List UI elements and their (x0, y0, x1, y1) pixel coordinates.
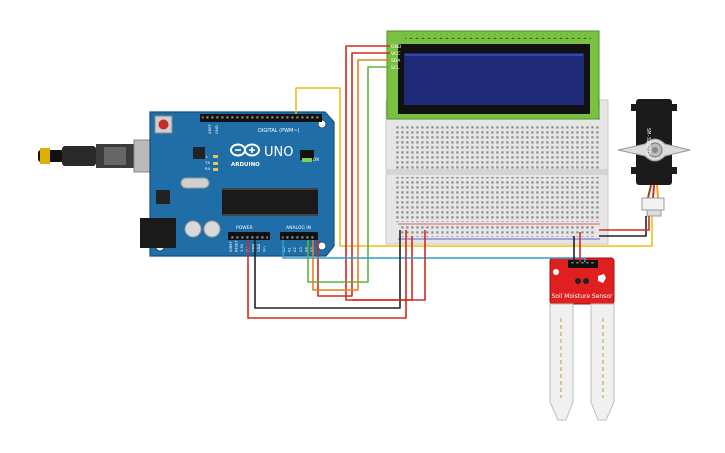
lcd-display (386, 30, 600, 120)
power-pin-label: GND (251, 244, 255, 252)
lcd-pin-label: SCL (391, 65, 400, 71)
analog-pin-label: A3 (299, 247, 303, 252)
lcd-pin-label: VCC (391, 51, 400, 57)
gnd-label: GND (214, 125, 219, 134)
power-pin-label: RESET (235, 240, 239, 252)
tx-label: TX (204, 160, 210, 165)
reset-button-cap[interactable] (158, 119, 169, 130)
l-label: L (206, 154, 209, 159)
power-jack (140, 218, 176, 248)
wire-lcd-vcc (317, 52, 390, 297)
on-led (302, 158, 312, 162)
lcd-screen (404, 53, 584, 105)
power-pin-label: Vin (263, 246, 267, 252)
wire-red-rail (352, 230, 426, 301)
board-model: UNO (264, 145, 293, 160)
power-pin-label: IOREF (229, 241, 233, 252)
breadboard (385, 99, 609, 245)
analog-pin-label: A5 (310, 247, 314, 252)
power-pin-label: GND (257, 244, 261, 252)
board-brand: ARDUINO (231, 162, 260, 168)
sensor-label: Soil Moisture Sensor (551, 293, 613, 300)
wire-blue (282, 240, 586, 262)
on-label: ON (313, 157, 319, 162)
wire-lcd-gnd (345, 45, 413, 301)
wire-red-5v (247, 230, 407, 319)
analog-pin-label: A0 (282, 247, 286, 252)
wires (247, 45, 653, 319)
rx-label: RX (205, 166, 211, 171)
analog-pin-label: A4 (304, 247, 308, 252)
analog-pin-label: A2 (293, 247, 297, 252)
wire-black-gnd (254, 230, 401, 309)
wire-servo-vcc (599, 216, 650, 231)
lcd-pin-label: GND (391, 44, 402, 50)
analog-label: ANALOG IN (286, 225, 311, 231)
power-label: POWER (236, 225, 253, 231)
digital-label: DIGITAL (PWM~) (258, 128, 300, 134)
soil-moisture-sensor: Soil Moisture Sensor (549, 257, 615, 421)
power-pin-label: 3.3V (240, 243, 244, 252)
wire-servo-gnd (599, 216, 647, 237)
wire-lcd-sda (312, 59, 390, 291)
aref-label: AREF (207, 124, 212, 134)
wire-lcd-scl (307, 66, 390, 283)
atmega-chip (222, 188, 318, 216)
servo-motor: SM-S2309S (617, 99, 691, 217)
wire-yellow (295, 87, 653, 247)
arduino-logo (230, 143, 260, 157)
lcd-pin-label: SDA (391, 58, 401, 64)
arduino-uno-board: UNO ARDUINO DIGITAL (PWM~) POWER ANALOG … (140, 111, 335, 257)
servo-label: SM-S2309S (645, 128, 651, 155)
analog-pin-label: A1 (288, 247, 292, 252)
